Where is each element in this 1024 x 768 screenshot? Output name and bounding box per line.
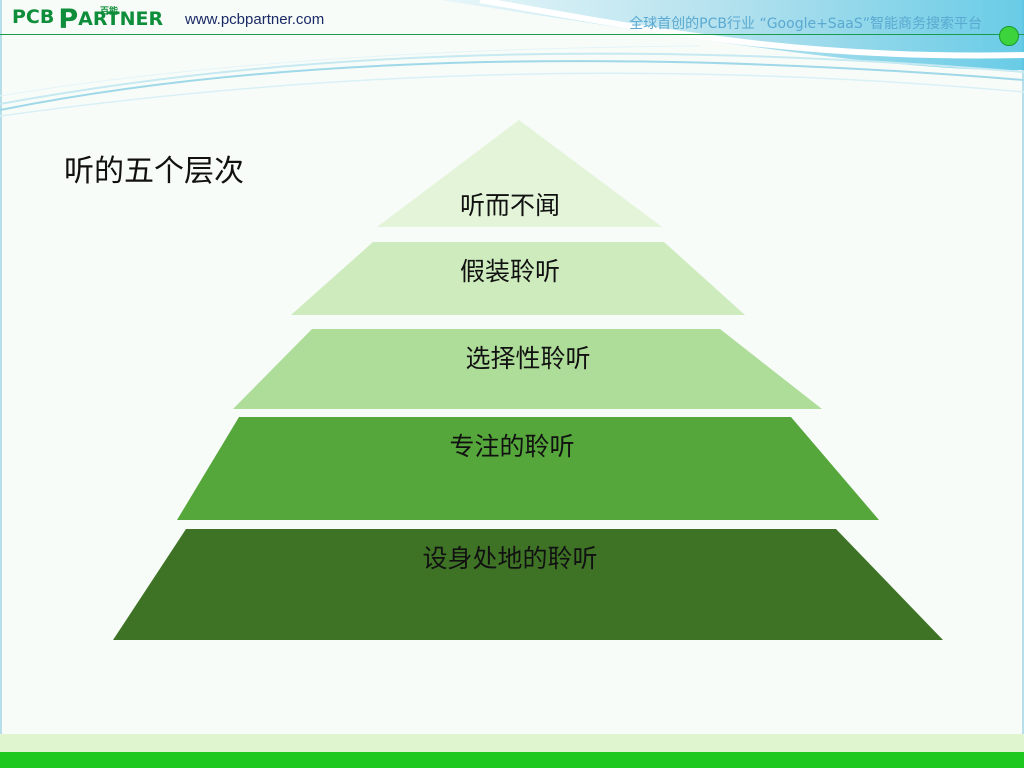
level-4-label: 专注的聆听 bbox=[449, 432, 575, 461]
green-dot-icon bbox=[999, 26, 1019, 46]
header-swoosh bbox=[0, 0, 1024, 117]
pyramid-level-4 bbox=[177, 417, 879, 520]
level-5-label: 设身处地的聆听 bbox=[422, 544, 598, 573]
level-1-label: 听而不闻 bbox=[459, 191, 560, 220]
footer-band bbox=[0, 752, 1024, 768]
tagline: 全球首创的PCB行业 “Google+SaaS”智能商务搜索平台 bbox=[629, 16, 982, 32]
footer-band-light bbox=[0, 734, 1024, 752]
site-url: www.pcbpartner.com bbox=[185, 11, 325, 28]
logo-cn-text: 百能 bbox=[100, 7, 119, 17]
left-border bbox=[0, 0, 2, 768]
right-border bbox=[1022, 0, 1024, 768]
slide-title: 听的五个层次 bbox=[64, 154, 244, 189]
logo-mark: PARTNER bbox=[58, 4, 164, 35]
level-3-label: 选择性聆听 bbox=[465, 344, 591, 373]
pyramid-level-1 bbox=[377, 120, 662, 227]
header-divider bbox=[0, 34, 1024, 35]
pyramid-level-5 bbox=[113, 529, 943, 640]
pyramid-level-3 bbox=[233, 329, 822, 409]
logo-text: PCB bbox=[12, 6, 55, 28]
level-2-label: 假装聆听 bbox=[459, 257, 560, 286]
pyramid-level-2 bbox=[291, 242, 745, 315]
